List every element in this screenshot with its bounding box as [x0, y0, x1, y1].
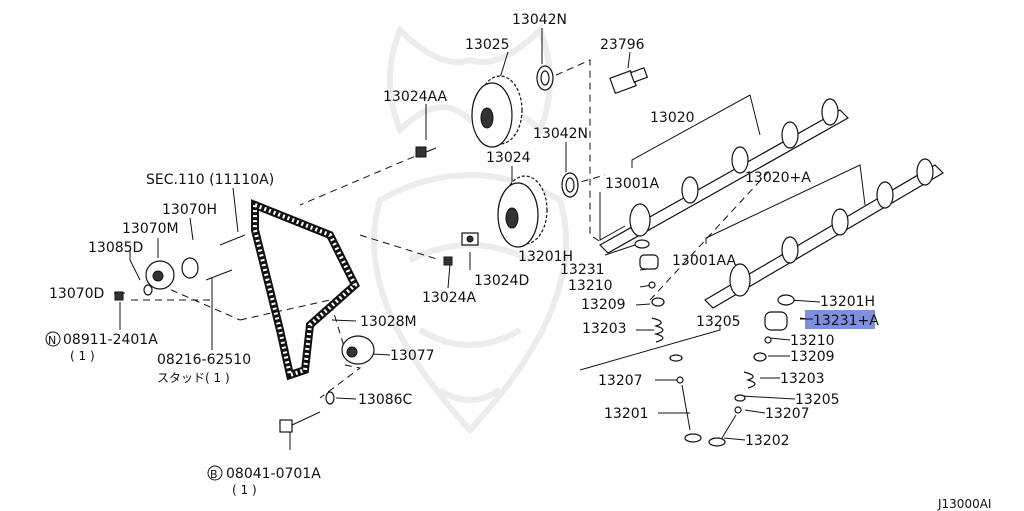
qty-08041: ( 1 )	[232, 483, 257, 497]
tensioner-pulley[interactable]	[114, 257, 199, 301]
label-13024d[interactable]: 13024D	[474, 273, 529, 289]
n-mark-circle	[45, 331, 61, 347]
stud-qty: スタッド( 1 )	[157, 371, 230, 385]
label-13205-right[interactable]: 13205	[795, 392, 840, 408]
label-08041[interactable]: 08041-0701A	[226, 466, 321, 482]
label-23796[interactable]: 23796	[600, 37, 645, 53]
label-13203-left[interactable]: 13203	[582, 321, 627, 337]
label-13001a[interactable]: 13001A	[605, 176, 660, 192]
label-13210-right[interactable]: 13210	[790, 333, 835, 349]
b-mark-circle	[207, 465, 223, 481]
label-13024aa[interactable]: 13024AA	[383, 89, 448, 105]
seal-13042n-top[interactable]	[536, 65, 554, 91]
cam-sprocket-upper[interactable]	[471, 75, 523, 148]
valve-train-left[interactable]	[634, 239, 702, 443]
timing-belt-13028m[interactable]	[251, 199, 360, 381]
qty-08911: ( 1 )	[70, 349, 95, 363]
label-13024[interactable]: 13024	[486, 150, 531, 166]
label-08911[interactable]: 08911-2401A	[63, 332, 158, 348]
label-13231a[interactable]: 13231+A	[813, 313, 879, 329]
bolt-08041[interactable]	[279, 411, 321, 433]
label-13020a[interactable]: 13020+A	[745, 170, 811, 186]
label-13001aa[interactable]: 13001AA	[672, 253, 737, 269]
bracket-13024d[interactable]	[461, 232, 479, 246]
stud-13070h[interactable]	[219, 234, 246, 246]
label-13028m[interactable]: 13028M	[360, 314, 417, 330]
label-13025[interactable]: 13025	[465, 37, 510, 53]
washer-13086c[interactable]	[325, 391, 335, 405]
camshaft-13020[interactable]	[599, 98, 849, 254]
label-13209-left[interactable]: 13209	[581, 297, 626, 313]
idler-pulley-13077[interactable]	[341, 335, 375, 365]
label-13020[interactable]: 13020	[650, 110, 695, 126]
label-13202[interactable]: 13202	[745, 433, 790, 449]
label-sec110[interactable]: SEC.110 (11110A)	[146, 172, 274, 188]
b-mark: B	[210, 468, 218, 481]
label-13201[interactable]: 13201	[604, 406, 649, 422]
n-mark: N	[48, 334, 56, 347]
label-13070h[interactable]: 13070H	[162, 202, 217, 218]
seal-13042n-mid[interactable]	[561, 172, 579, 198]
label-13201h-left[interactable]: 13201H	[518, 249, 573, 265]
label-13042n-top[interactable]: 13042N	[512, 12, 567, 28]
cam-sprocket-lower[interactable]	[497, 175, 548, 248]
sensor-23796[interactable]	[609, 67, 649, 95]
label-13077[interactable]: 13077	[390, 348, 435, 364]
label-13209-right[interactable]: 13209	[790, 349, 835, 365]
label-13070d[interactable]: 13070D	[49, 286, 104, 302]
highlight-13231a	[805, 310, 875, 329]
label-13086c[interactable]: 13086C	[358, 392, 413, 408]
label-13207-right[interactable]: 13207	[765, 406, 810, 422]
bolt-13024a[interactable]	[443, 256, 453, 266]
label-08216[interactable]: 08216-62510	[157, 352, 251, 368]
label-13231[interactable]: 13231	[560, 262, 605, 278]
label-13024a[interactable]: 13024A	[422, 290, 477, 306]
label-13207-left[interactable]: 13207	[598, 373, 643, 389]
bolt-13024aa[interactable]	[415, 146, 437, 158]
label-13085d[interactable]: 13085D	[88, 240, 143, 256]
valve-train-right[interactable]	[708, 294, 795, 447]
label-13201h-right[interactable]: 13201H	[820, 294, 875, 310]
camshaft-13020a[interactable]	[704, 158, 944, 309]
diagram-code: J13000AI	[937, 497, 991, 511]
stud-08216[interactable]	[205, 269, 233, 281]
leader-lines	[114, 28, 866, 450]
label-13210-left[interactable]: 13210	[568, 278, 613, 294]
label-13203-right[interactable]: 13203	[780, 371, 825, 387]
label-13205-top[interactable]: 13205	[696, 314, 741, 330]
part-labels: 13042N 13025 23796 13024AA 13020 13042N …	[45, 12, 991, 511]
label-13070m[interactable]: 13070M	[122, 221, 179, 237]
label-13042n-mid[interactable]: 13042N	[533, 126, 588, 142]
dashed-leaders	[130, 59, 771, 399]
